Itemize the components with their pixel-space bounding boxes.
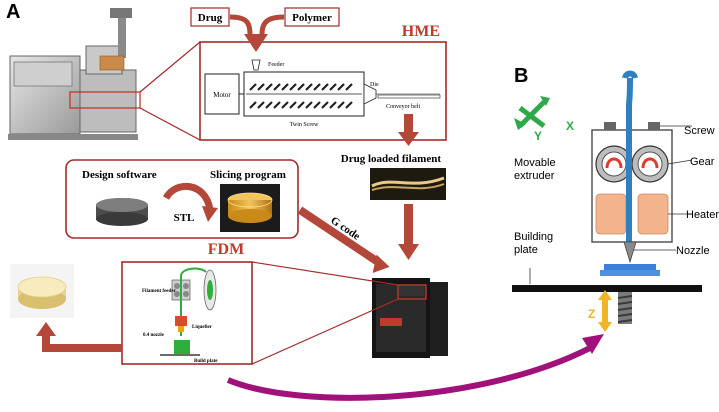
slicing-program-label: Slicing program	[210, 169, 286, 181]
screw-right	[648, 122, 660, 130]
printed-layer-bottom	[600, 270, 660, 276]
heater-left	[595, 193, 627, 235]
panel-b-letter: B	[514, 65, 528, 87]
build-plate-label: Build plate	[194, 359, 218, 364]
gear-right	[631, 145, 669, 183]
fdm-schematic	[160, 267, 217, 356]
heater-right	[637, 193, 669, 235]
liquefier-label: Liquefier	[192, 325, 213, 330]
heater-label: Heater	[686, 209, 719, 221]
z-screw	[617, 292, 633, 324]
sliced-tablet-image	[220, 184, 280, 232]
filament-strand	[626, 77, 633, 248]
x-axis-label: X	[566, 119, 574, 133]
fdm-printer-image	[372, 278, 448, 358]
z-axis-label: Z	[588, 307, 595, 321]
filament-feeder-label: Filament feeder	[142, 289, 177, 294]
fdm-to-tablet-arrow	[42, 336, 122, 352]
polymer-label: Polymer	[292, 12, 332, 24]
y-axis-label: Y	[534, 129, 542, 143]
drug-feed-arrow	[229, 14, 253, 35]
motor-box	[204, 73, 240, 115]
gear-label: Gear	[690, 156, 715, 168]
twin-screw-barrel	[243, 71, 377, 117]
screw-left	[604, 122, 616, 130]
nozzle-b-label: Nozzle	[676, 245, 710, 257]
conveyor-label: Conveyor belt	[386, 104, 420, 110]
z-axis-arrow	[598, 290, 612, 332]
printed-tablet-image	[10, 264, 74, 318]
gcode-arrow	[297, 206, 381, 266]
hme-machine-image	[8, 8, 141, 140]
stl-label: STL	[174, 212, 195, 224]
xy-axes-icon	[514, 96, 550, 130]
feeder-label: Feeder	[268, 62, 284, 68]
filament-label: Drug loaded filament	[341, 153, 442, 165]
screw-label: Screw	[684, 125, 715, 137]
drug-box	[190, 7, 230, 27]
hme-title: HME	[402, 23, 440, 40]
printer-head-highlight	[397, 284, 427, 300]
nozzle	[623, 241, 637, 264]
design-tablet-image	[96, 198, 148, 226]
twin-screw-label: Twin Screw	[290, 122, 319, 128]
gear-left	[595, 145, 633, 183]
building-plate	[512, 285, 702, 292]
printed-layer-top	[604, 264, 656, 270]
die-label: Die	[370, 82, 379, 88]
filament-image	[370, 168, 446, 200]
hme-to-filament-arrow	[398, 132, 419, 146]
drug-label: Drug	[198, 12, 223, 24]
panel-a-letter: A	[6, 1, 20, 23]
polymer-feed-arrow	[259, 14, 285, 35]
filament-to-printer-arrow	[398, 244, 419, 260]
nozzle-label: 0.4 nozzle	[143, 333, 165, 338]
fdm-title: FDM	[208, 241, 244, 258]
polymer-box	[284, 7, 340, 27]
motor-label: Motor	[213, 91, 231, 99]
feeder-hopper	[251, 59, 261, 71]
design-software-label: Design software	[82, 169, 157, 181]
conveyor-belt	[377, 94, 441, 99]
panel-link-arrow	[226, 345, 592, 401]
stl-arrow	[162, 182, 214, 211]
